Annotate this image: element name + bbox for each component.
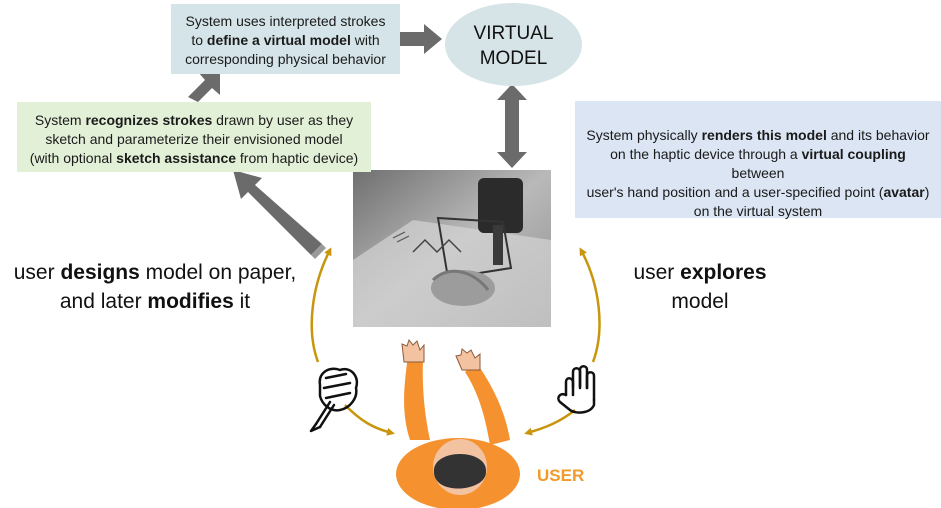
render-line-1: System physically renders this model and… (586, 127, 930, 143)
render-line-2: on the haptic device through a virtual c… (610, 146, 906, 181)
arrow-model-photo (497, 84, 527, 168)
hand-with-pen-icon (309, 367, 359, 433)
arrow-recognize-to-define (188, 72, 220, 102)
arrow-define-to-model (398, 24, 442, 54)
arrow-photo-to-recognize (233, 170, 326, 259)
arrow-left-down (344, 404, 395, 436)
define-line-2: to define a virtual model with (191, 32, 380, 48)
user-explores-caption: user explores model (633, 261, 767, 313)
recognize-line-1: System recognizes strokes drawn by user … (34, 112, 354, 128)
render-model-box: System physically renders this model and… (575, 101, 941, 219)
user-label: USER (537, 466, 585, 485)
define-model-box: System uses interpreted strokes to defin… (171, 4, 400, 74)
user-designs-caption: user designs model on paper, and later m… (13, 261, 297, 313)
recognize-line-2: sketch and parameterize their envisioned… (45, 131, 343, 147)
define-line-3: corresponding physical behavior (185, 51, 386, 67)
user-figure-icon (396, 338, 520, 508)
recognize-line-3: (with optional sketch assistance from ha… (29, 150, 359, 166)
open-hand-icon (557, 365, 596, 414)
virtual-model-node: VIRTUAL MODEL (445, 3, 582, 86)
recognize-strokes-box: System recognizes strokes drawn by user … (17, 102, 371, 172)
arrow-right-down (524, 409, 576, 436)
haptic-device-photo (353, 170, 551, 327)
render-line-4: on the virtual system (693, 203, 823, 219)
define-line-1: System uses interpreted strokes (185, 13, 386, 29)
arrow-left-up (310, 247, 332, 363)
render-line-3: user's hand position and a user-specifie… (586, 184, 930, 200)
arrow-right-up (579, 247, 601, 363)
